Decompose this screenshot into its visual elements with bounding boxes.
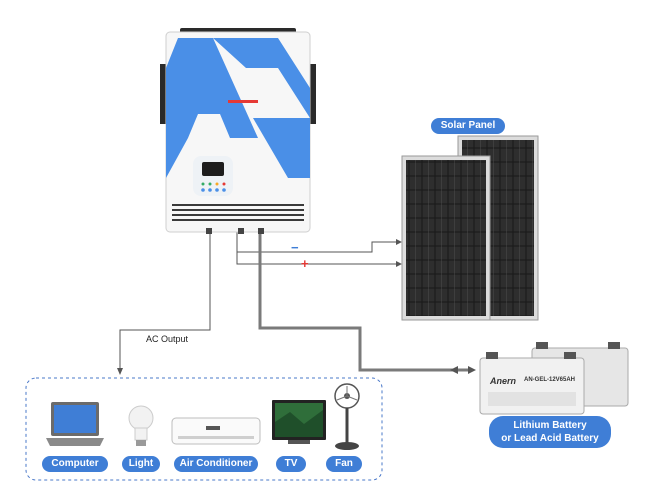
positive-sign: + — [301, 256, 309, 271]
battery-model: AN-GEL-12V65AH — [524, 377, 576, 383]
loads-box — [25, 377, 383, 481]
battery-label: Lithium Battery or Lead Acid Battery — [489, 416, 611, 448]
air-conditioner-icon — [171, 417, 261, 445]
device-label-light: Light — [122, 456, 160, 472]
device-label-tv: TV — [276, 456, 306, 472]
bulb-icon — [128, 405, 154, 446]
solar-panel — [396, 134, 542, 324]
battery-brand: Anern — [490, 376, 517, 386]
battery-icon — [479, 342, 629, 415]
ac-output-wire — [119, 232, 211, 372]
device-label-air-conditioner: Air Conditioner — [174, 456, 258, 472]
inverter-icon — [160, 28, 316, 234]
battery-wire — [258, 232, 472, 372]
inverter — [158, 28, 318, 234]
ac-output-label: AC Output — [146, 334, 189, 344]
tv-icon — [272, 400, 326, 444]
battery: Anern AN-GEL-12V65AH — [474, 342, 634, 416]
device-label-fan: Fan — [326, 456, 362, 472]
ac-output-arrow — [117, 368, 123, 375]
negative-sign: − — [291, 240, 299, 255]
battery-label-line1: Lithium Battery — [513, 420, 587, 431]
laptop-icon — [46, 402, 104, 446]
device-label-computer: Computer — [42, 456, 108, 472]
solar-positive-wire — [236, 232, 400, 265]
fan-icon — [334, 383, 360, 450]
battery-label-line2: or Lead Acid Battery — [501, 433, 599, 444]
solar-panel-icon — [401, 135, 539, 321]
solar-panel-label: Solar Panel — [431, 118, 505, 134]
